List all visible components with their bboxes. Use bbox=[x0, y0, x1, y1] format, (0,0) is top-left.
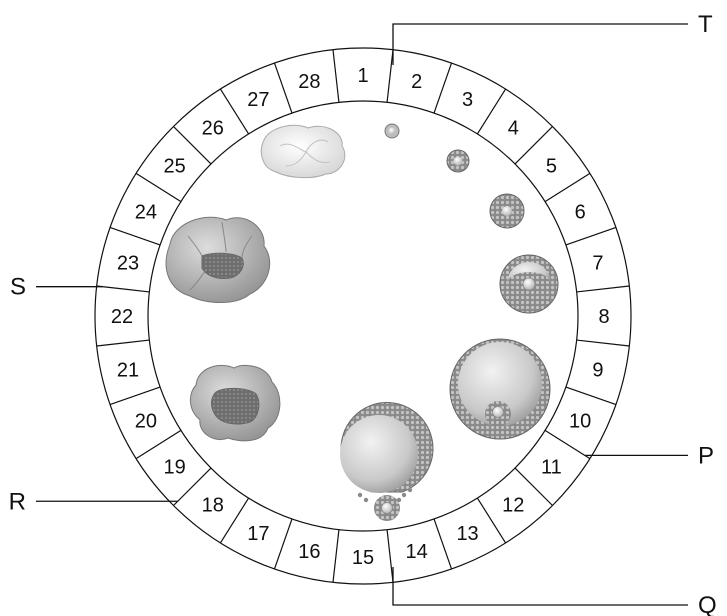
day-label-4: 4 bbox=[508, 118, 519, 140]
day-label-17: 17 bbox=[247, 523, 269, 545]
primordial-follicle-icon bbox=[385, 124, 399, 138]
day-label-1: 1 bbox=[357, 65, 368, 87]
pointer-label-r: R bbox=[9, 488, 26, 515]
pointer-label-p: P bbox=[698, 442, 714, 469]
day-label-3: 3 bbox=[462, 89, 473, 111]
early-corpus-luteum-icon bbox=[190, 365, 279, 440]
day-label-15: 15 bbox=[352, 547, 374, 569]
day-label-7: 7 bbox=[592, 252, 603, 274]
day-label-5: 5 bbox=[546, 156, 557, 178]
day-label-14: 14 bbox=[406, 541, 428, 563]
day-label-18: 18 bbox=[202, 494, 224, 516]
pointer-label-s: S bbox=[10, 274, 26, 301]
day-label-21: 21 bbox=[117, 360, 139, 382]
day-label-25: 25 bbox=[163, 156, 185, 178]
day-label-28: 28 bbox=[298, 71, 320, 93]
day-label-23: 23 bbox=[117, 252, 139, 274]
day-label-12: 12 bbox=[502, 494, 524, 516]
mature-graafian-follicle-icon bbox=[450, 339, 550, 439]
day-label-2: 2 bbox=[411, 71, 422, 93]
day-label-11: 11 bbox=[541, 456, 562, 478]
secondary-follicle-icon bbox=[490, 194, 524, 228]
early-antral-follicle-icon bbox=[500, 255, 558, 313]
day-label-26: 26 bbox=[202, 118, 224, 140]
pointer-label-q: Q bbox=[698, 592, 717, 616]
day-label-8: 8 bbox=[598, 306, 609, 328]
day-label-24: 24 bbox=[135, 201, 157, 223]
day-label-6: 6 bbox=[575, 201, 586, 223]
day-label-20: 20 bbox=[135, 411, 157, 433]
pointer-label-t: T bbox=[698, 11, 713, 38]
day-label-9: 9 bbox=[592, 360, 603, 382]
primary-follicle-icon bbox=[447, 150, 469, 172]
day-label-22: 22 bbox=[111, 306, 133, 328]
corpus-albicans-icon bbox=[261, 125, 345, 177]
day-label-10: 10 bbox=[569, 411, 591, 433]
day-label-13: 13 bbox=[456, 523, 478, 545]
day-label-27: 27 bbox=[247, 89, 269, 111]
day-label-16: 16 bbox=[298, 541, 320, 563]
day-label-19: 19 bbox=[163, 456, 185, 478]
corpus-luteum-icon bbox=[166, 217, 270, 302]
